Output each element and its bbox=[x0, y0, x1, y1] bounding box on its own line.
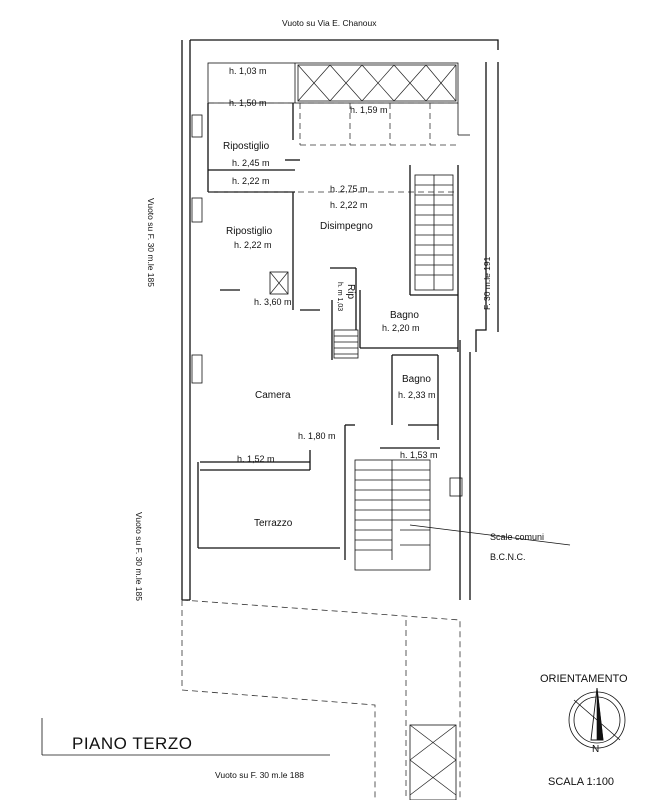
room-bagno-2: Bagno bbox=[402, 374, 431, 385]
room-disimpegno: Disimpegno bbox=[320, 221, 373, 232]
height-11: h. 2,20 m bbox=[382, 323, 420, 333]
height-6: h. 2,75 m bbox=[330, 184, 368, 194]
top-balcony bbox=[207, 62, 470, 146]
height-10: h. m 1,03 bbox=[336, 282, 343, 311]
windows bbox=[191, 114, 463, 497]
room-ripostiglio-1: Ripostiglio bbox=[223, 141, 270, 152]
height-14: h. 1,53 m bbox=[400, 450, 438, 460]
staircase-common bbox=[354, 459, 431, 571]
scale-comuni-leader bbox=[409, 524, 571, 546]
interior-walls bbox=[197, 103, 459, 560]
height-1: h. 1,03 m bbox=[229, 66, 267, 76]
height-2: h. 1,50 m bbox=[229, 98, 267, 108]
height-15: h. 1,52 m bbox=[237, 454, 275, 464]
room-bagno-1: Bagno bbox=[390, 310, 419, 321]
edge-left-upper-label: Vuoto su F. 30 m.le 185 bbox=[146, 198, 156, 287]
height-8: h. 2,22 m bbox=[234, 240, 272, 250]
height-3: h. 1,59 m bbox=[350, 105, 388, 115]
edge-right-label: F. 30 m.le 191 bbox=[482, 256, 492, 310]
height-12: h. 2,33 m bbox=[398, 390, 436, 400]
height-9: h. 3,60 m bbox=[254, 297, 292, 307]
edge-top-label: Vuoto su Via E. Chanoux bbox=[282, 18, 377, 28]
annotation-bcnc: B.C.N.C. bbox=[490, 552, 526, 562]
annotation-scale-comuni: Scale comuni bbox=[490, 532, 544, 542]
room-terrazzo: Terrazzo bbox=[254, 518, 293, 529]
plan-title: PIANO TERZO bbox=[72, 734, 192, 753]
lower-slab bbox=[181, 599, 461, 800]
scale-label: SCALA 1:100 bbox=[548, 776, 614, 788]
edge-bottom-label: Vuoto su F. 30 m.le 188 bbox=[215, 770, 304, 780]
north-arrow-icon bbox=[568, 687, 626, 749]
outer-walls bbox=[181, 39, 499, 601]
room-camera: Camera bbox=[255, 390, 291, 401]
height-13: h. 1,80 m bbox=[298, 431, 336, 441]
staircase-main bbox=[414, 174, 454, 291]
height-5: h. 2,22 m bbox=[232, 176, 270, 186]
north-letter: N bbox=[592, 744, 599, 755]
room-rip: Rip bbox=[345, 284, 356, 299]
staircase-small bbox=[333, 329, 359, 359]
edge-left-lower-label: Vuoto su F. 30 m.le 185 bbox=[134, 512, 144, 601]
room-ripostiglio-2: Ripostiglio bbox=[226, 226, 273, 237]
chimney bbox=[269, 271, 289, 295]
height-4: h. 2,45 m bbox=[232, 158, 270, 168]
height-7: h. 2,22 m bbox=[330, 200, 368, 210]
orientation-label: ORIENTAMENTO bbox=[540, 673, 628, 685]
